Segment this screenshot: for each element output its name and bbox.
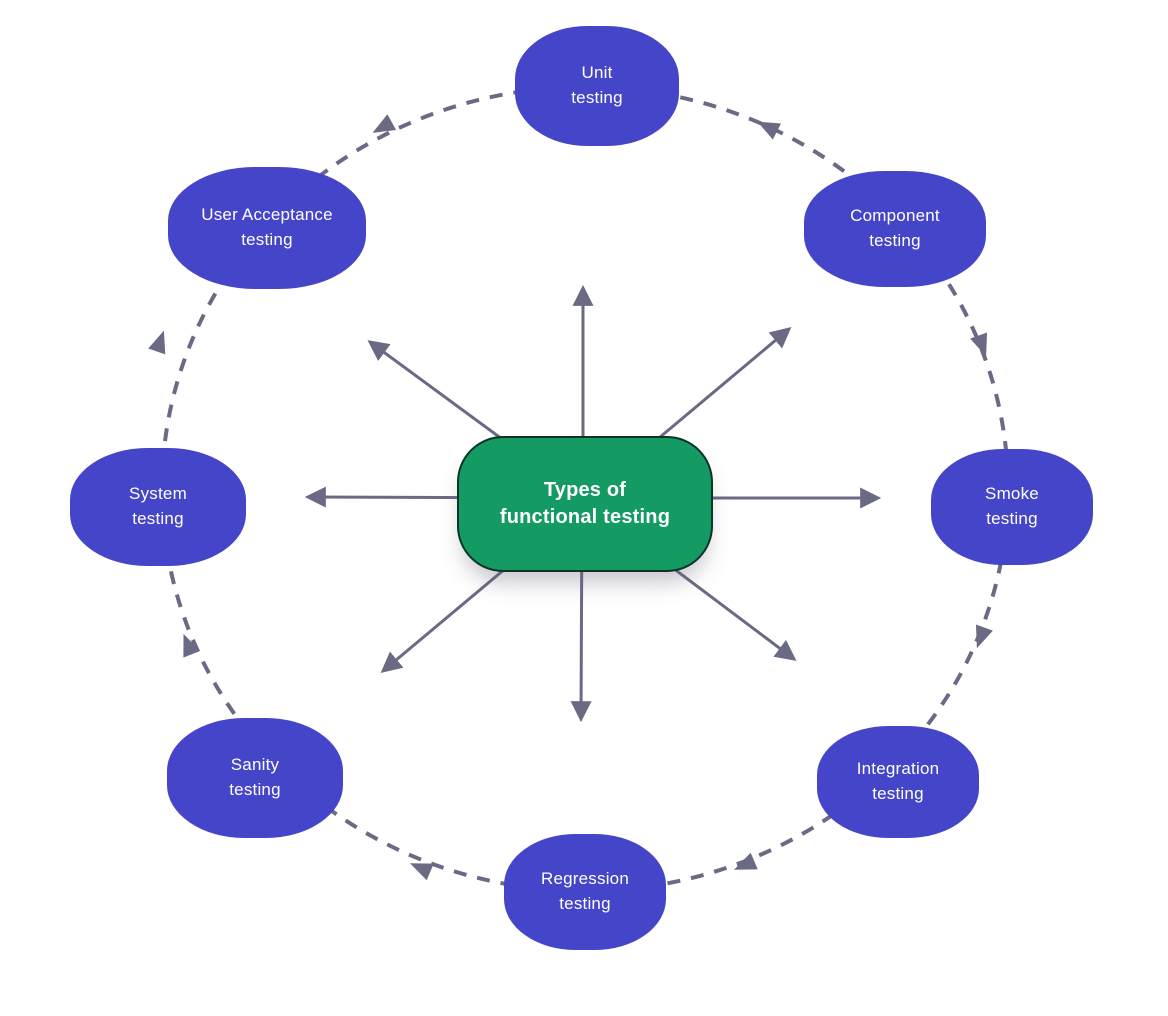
- node-label-line2: testing: [132, 509, 184, 528]
- node-label-line2: testing: [571, 88, 623, 107]
- node-label-line1: User Acceptance: [201, 205, 333, 225]
- node-component-testing: Component testing: [804, 171, 986, 287]
- node-label-line1: Integration: [856, 759, 940, 779]
- node-label-line2: testing: [986, 509, 1038, 528]
- node-integration-testing: Integration testing: [817, 726, 979, 838]
- ring-arrowhead-left-bottom: [183, 633, 201, 658]
- node-label-line1: Component: [850, 206, 940, 226]
- ring-arrowhead-bottom-right: [733, 852, 758, 870]
- node-label-line2: testing: [241, 230, 293, 249]
- ring-arrowhead-top-right: [757, 121, 781, 140]
- node-label: Regression testing: [541, 867, 629, 916]
- node-label: Sanity testing: [229, 753, 281, 802]
- node-label-line2: testing: [559, 894, 611, 913]
- node-label: Smoke testing: [985, 482, 1039, 531]
- node-label-line1: Sanity: [230, 755, 280, 775]
- node-user-acceptance-testing: User Acceptance testing: [168, 167, 366, 289]
- ring-arrowhead-right-top: [970, 332, 988, 357]
- ring-arrowhead-top-left: [372, 114, 397, 133]
- center-node-types-of-functional-testing: Types of functional testing: [457, 436, 713, 572]
- node-regression-testing: Regression testing: [504, 834, 666, 950]
- node-label: User Acceptance testing: [201, 203, 333, 252]
- node-label: System testing: [129, 482, 187, 531]
- node-label: Unit testing: [571, 61, 623, 110]
- ring-arrowhead-left-top: [148, 330, 166, 355]
- node-label: Integration testing: [857, 757, 940, 806]
- ring-arrowhead-right-bottom: [975, 624, 993, 649]
- node-sanity-testing: Sanity testing: [167, 718, 343, 838]
- node-label: Component testing: [850, 204, 940, 253]
- node-system-testing: System testing: [70, 448, 246, 566]
- node-smoke-testing: Smoke testing: [931, 449, 1093, 565]
- node-label-line2: testing: [229, 780, 281, 799]
- node-unit-testing: Unit testing: [515, 26, 679, 146]
- node-label-line1: System: [129, 484, 187, 504]
- node-label-line2: testing: [872, 784, 924, 803]
- center-label-line1: Types of: [543, 479, 627, 501]
- node-label-line1: Unit: [581, 63, 613, 83]
- ring-arrowhead-bottom-left: [409, 863, 434, 881]
- node-label-line1: Regression: [541, 869, 629, 889]
- node-label-line1: Smoke: [985, 484, 1039, 504]
- center-label-line2: functional testing: [499, 506, 671, 528]
- node-label-line2: testing: [869, 231, 921, 250]
